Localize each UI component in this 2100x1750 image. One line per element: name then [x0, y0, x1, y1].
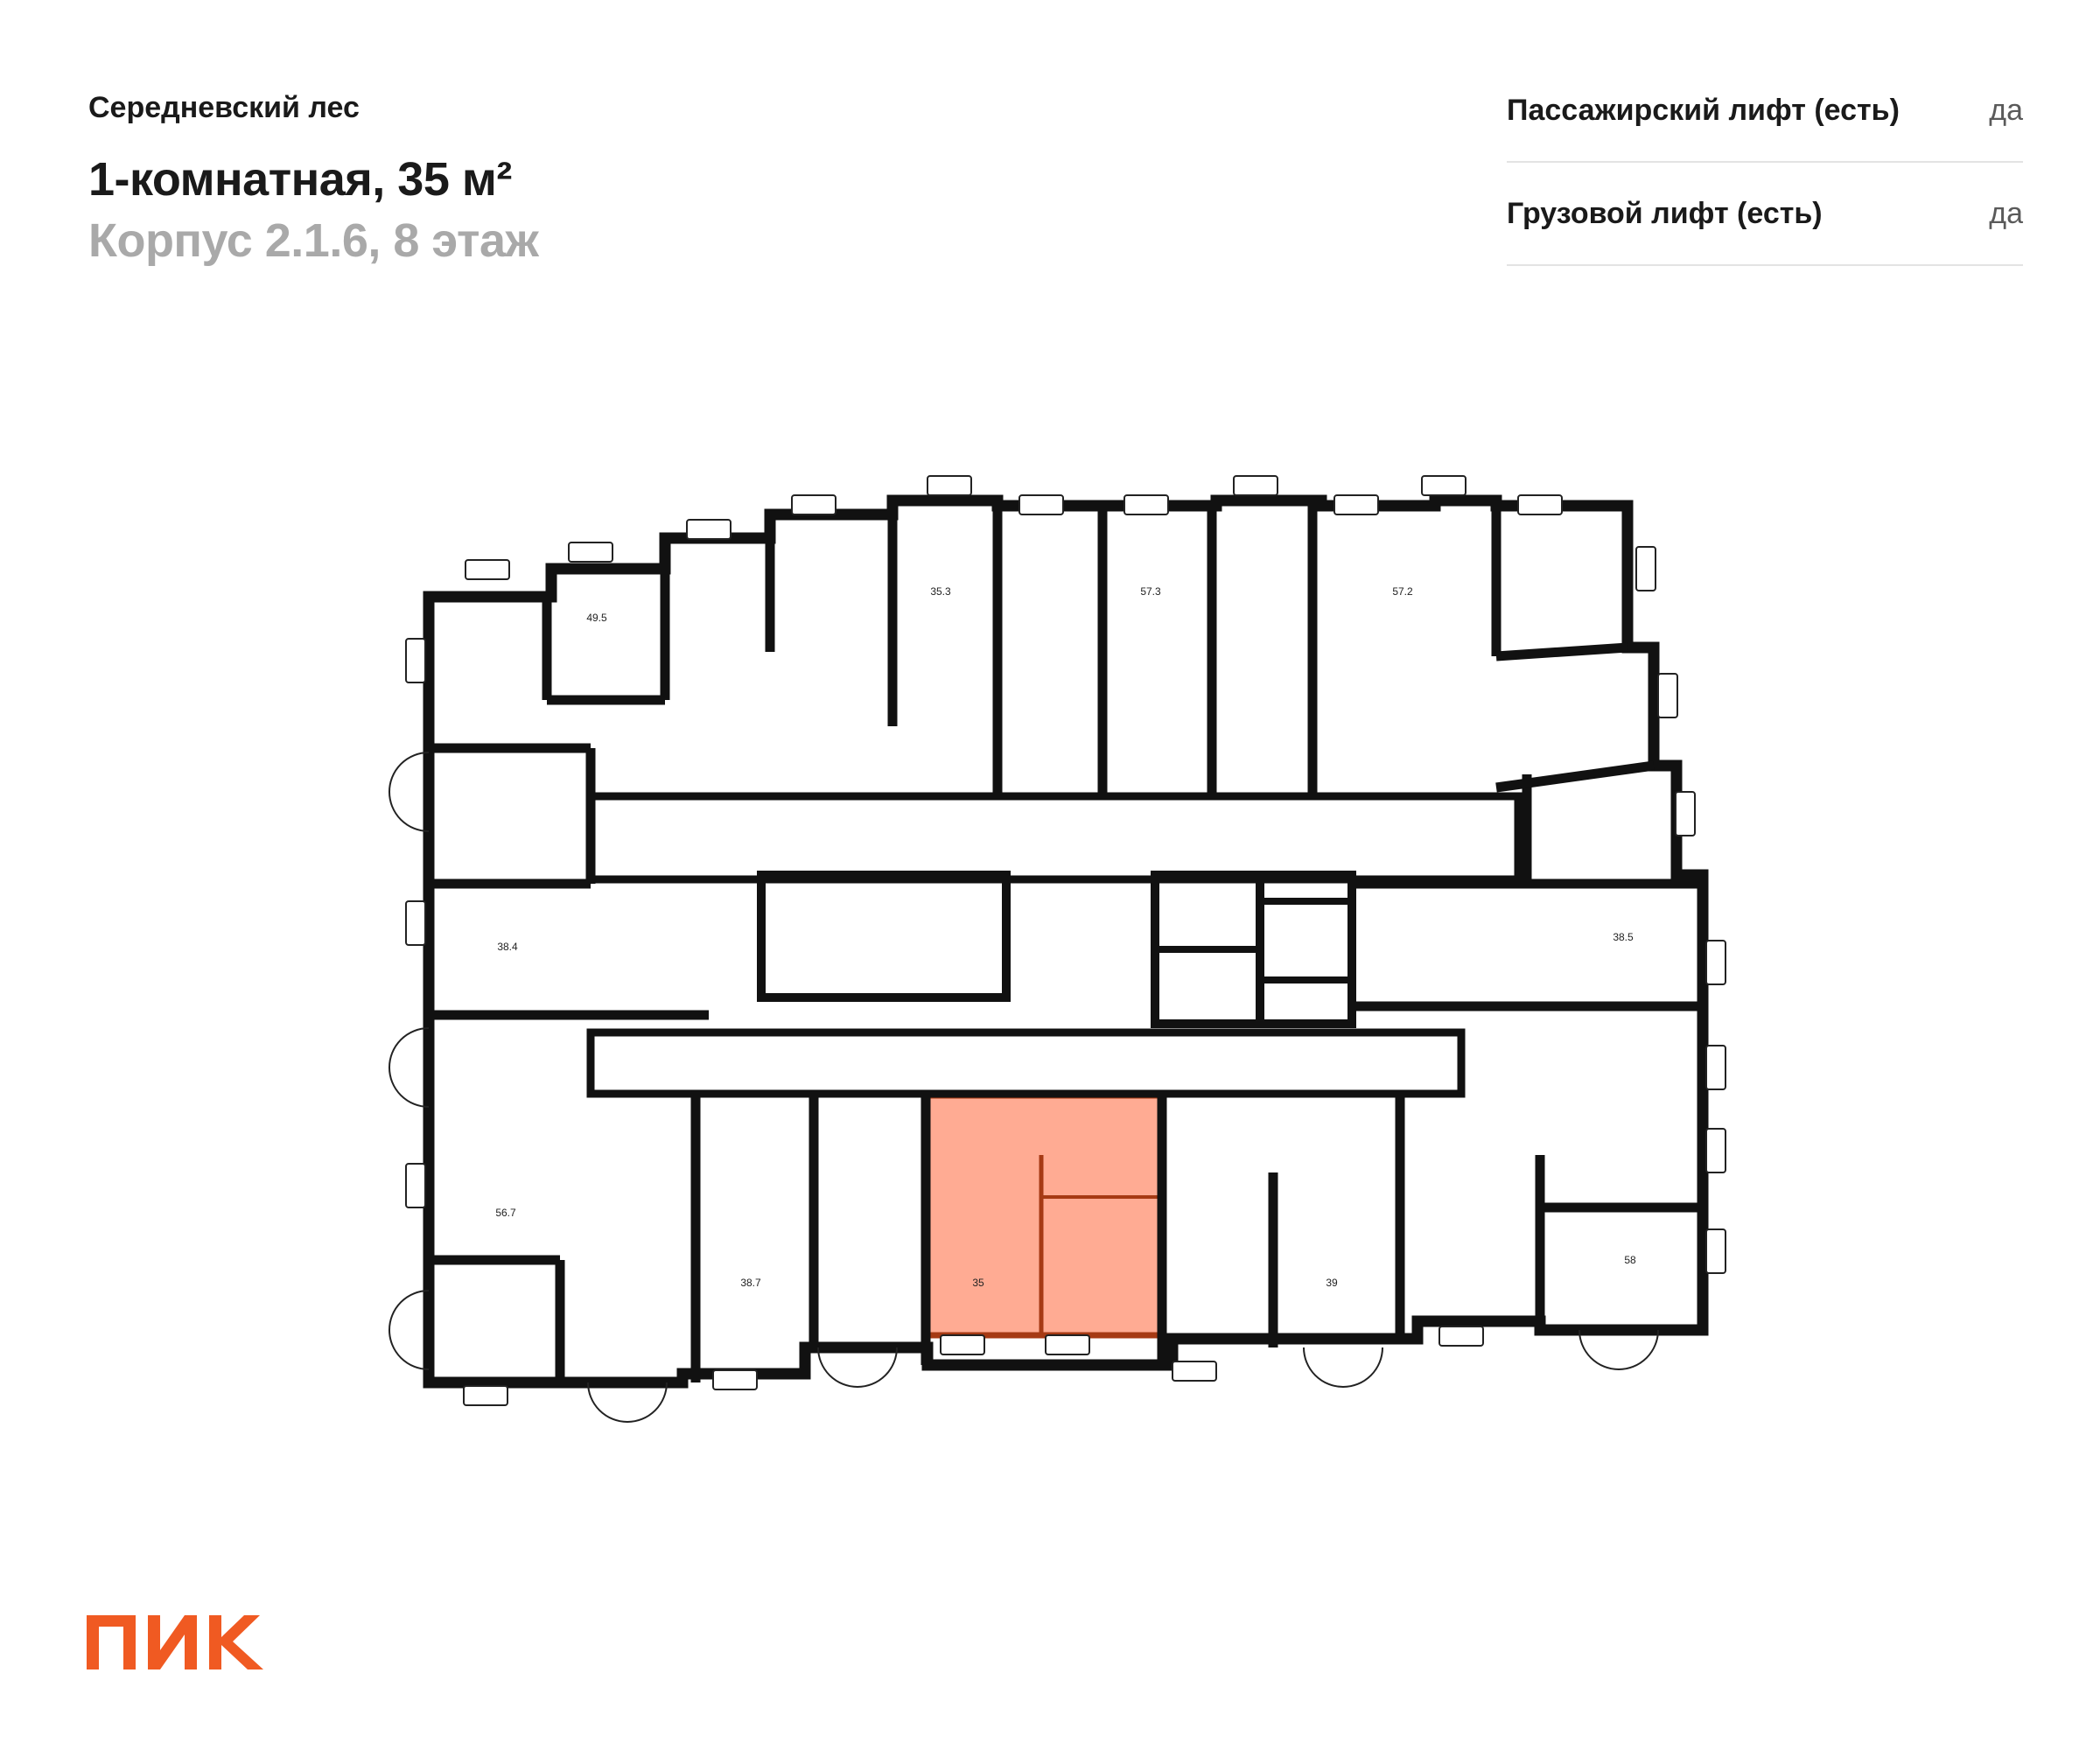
- apartment-area-label: 38.4: [497, 941, 518, 953]
- apartment-area-label: 57.2: [1392, 585, 1413, 598]
- apartment-area-label: 38.7: [740, 1277, 761, 1289]
- apartment-area-labels: 49.5 35.3 57.3 57.2 38.4 38.5 56.7 38.7 …: [495, 585, 1636, 1289]
- floor-walls: [423, 494, 1709, 1389]
- feature-freight-lift: Грузовой лифт (есть) да: [1507, 163, 2023, 266]
- feature-label: Грузовой лифт (есть): [1507, 196, 1823, 230]
- apartment-area-label: 57.3: [1140, 585, 1161, 598]
- apartment-area-label: 35: [972, 1277, 984, 1289]
- apartment-area-label: 56.7: [495, 1207, 516, 1219]
- apartment-area-label: 39: [1326, 1277, 1338, 1289]
- complex-name: Середневский лес: [88, 91, 360, 124]
- apartment-area-label: 58: [1624, 1254, 1636, 1266]
- apartment-area-label: 35.3: [930, 585, 951, 598]
- building-floor: Корпус 2.1.6, 8 этаж: [88, 214, 539, 267]
- selected-apartment[interactable]: [922, 1092, 1166, 1339]
- features-list: Пассажирский лифт (есть) да Грузовой лиф…: [1507, 60, 2023, 266]
- apartment-area-label: 38.5: [1613, 931, 1634, 943]
- feature-value: да: [1989, 93, 2023, 127]
- apartment-title: 1-комнатная, 35 м²: [88, 153, 512, 206]
- feature-passenger-lift: Пассажирский лифт (есть) да: [1507, 60, 2023, 163]
- pik-logo[interactable]: [87, 1615, 270, 1676]
- feature-label: Пассажирский лифт (есть): [1507, 93, 1900, 127]
- feature-value: да: [1989, 196, 2023, 230]
- window-markers: [405, 475, 1726, 1406]
- apartment-area-label: 49.5: [586, 612, 607, 624]
- balcony-arcs: [388, 752, 1659, 1423]
